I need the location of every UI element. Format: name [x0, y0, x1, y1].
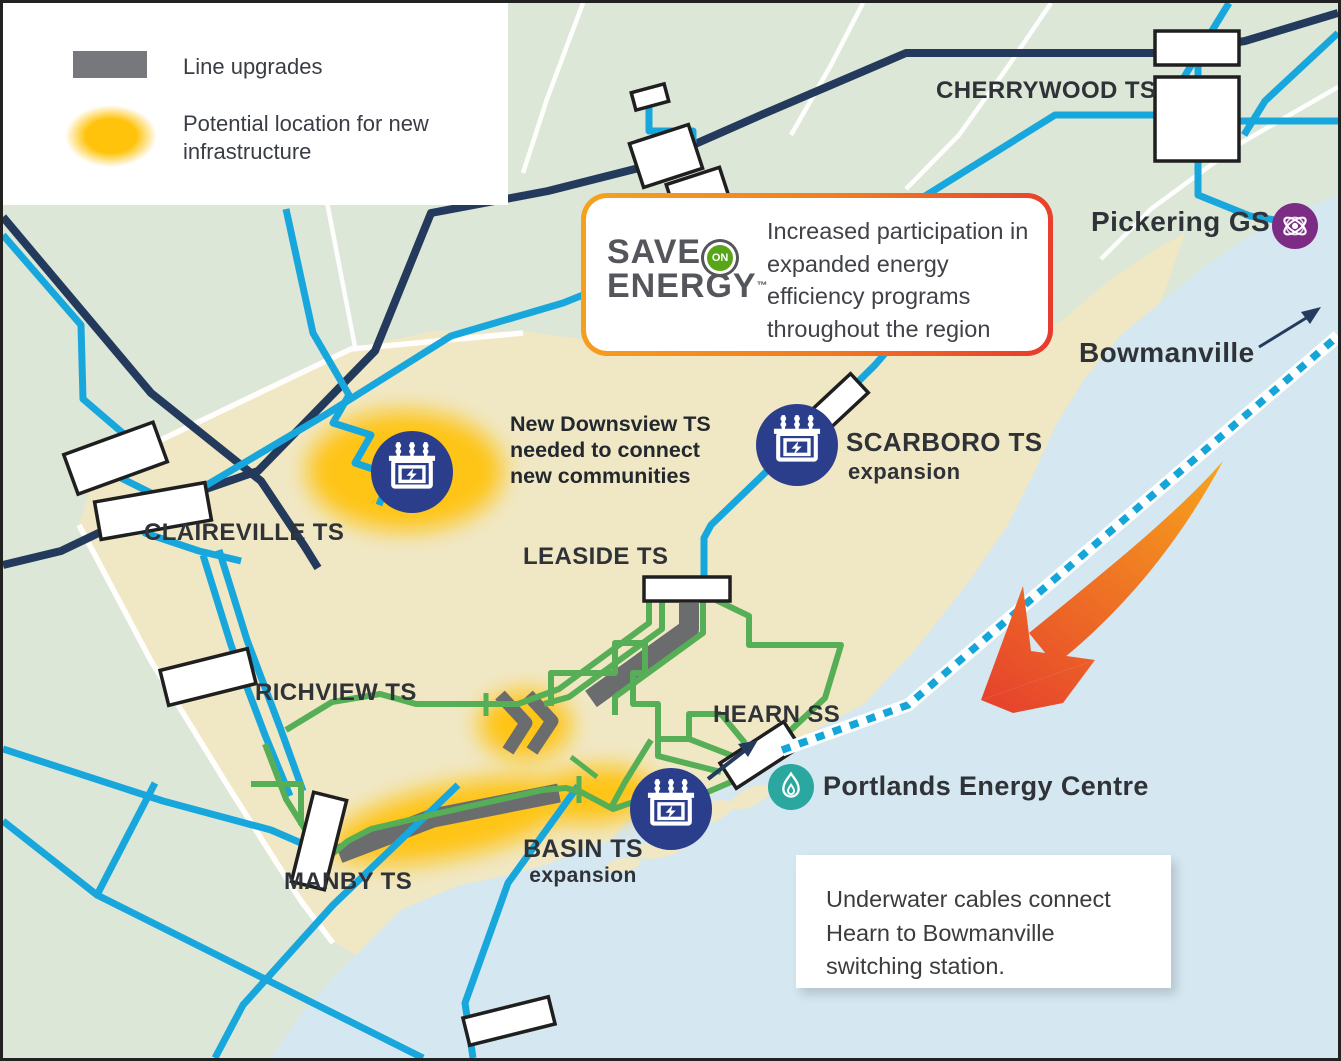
station-symbol-north-1: [627, 122, 705, 190]
underwater-cable: [779, 331, 1338, 757]
station-symbol-manby: [289, 790, 349, 892]
map-canvas: [3, 3, 1338, 1058]
soe-logo-save: SAVE: [607, 233, 702, 271]
downsview-transformer-icon: [371, 431, 453, 518]
soe-logo-energy: ENERGY: [607, 267, 757, 305]
legend-potential-location-label: Potential location for new infrastructur…: [183, 111, 429, 164]
station-symbol-claireville-small: [61, 419, 170, 497]
station-symbol-richview: [157, 646, 259, 708]
label-scarboro-expansion: expansion: [848, 459, 961, 484]
pickering-atom-icon: [1272, 203, 1318, 254]
legend-line-upgrades-label: Line upgrades: [183, 54, 323, 79]
station-symbol-leaside: [642, 575, 732, 603]
station-symbol-cherrywood: [1153, 75, 1241, 163]
station-symbol-southwest: [460, 994, 558, 1048]
label-portlands-energy-centre: Portlands Energy Centre: [823, 771, 1149, 801]
label-hearn-ss: HEARN SS: [713, 701, 841, 728]
label-cherrywood-ts: CHERRYWOOD TS: [936, 77, 1157, 104]
soe-on-icon: ON: [707, 245, 734, 271]
station-symbol-north-small: [629, 81, 671, 113]
station-symbol-cherrywood-small: [1153, 29, 1241, 67]
downsview-note: New Downsview TS needed to connect new c…: [510, 412, 711, 488]
label-basin-ts: BASIN TS: [523, 835, 643, 863]
save-on-energy-callout-body: [586, 198, 1048, 351]
label-pickering-gs: Pickering GS: [1091, 206, 1271, 237]
legend-potential-location-swatch: [65, 105, 157, 167]
legend: Line upgrades Potential location for new…: [3, 3, 508, 205]
label-claireville-ts: CLAIREVILLE TS: [144, 519, 345, 546]
basin-transformer-icon: [630, 768, 712, 855]
line-upgrades: [335, 603, 699, 863]
underwater-note-text: Underwater cables connect Hearn to Bowma…: [826, 886, 1111, 979]
roads: [76, 3, 1338, 945]
demand-arrow: [981, 461, 1223, 713]
lake-water: [271, 195, 1338, 1058]
label-richview-ts: RICHVIEW TS: [255, 679, 417, 706]
green-lines: [251, 597, 844, 866]
label-bowmanville: Bowmanville: [1079, 337, 1255, 368]
bowmanville-arrow: [1258, 307, 1321, 349]
label-manby-ts: MANBY TS: [284, 868, 413, 895]
soe-trademark: ™: [756, 280, 768, 292]
label-basin-expansion: expansion: [529, 864, 637, 887]
scarboro-transformer-icon: [756, 404, 838, 491]
portlands-flame-icon: [768, 764, 814, 815]
save-on-energy-message: Increased participation in expanded ener…: [767, 218, 1029, 342]
urban-area: [79, 233, 1185, 955]
underwater-note-box: Underwater cables connect Hearn to Bowma…: [796, 855, 1171, 988]
label-leaside-ts: LEASIDE TS: [523, 543, 669, 570]
station-symbols: [61, 29, 1241, 1048]
legend-line-upgrades-swatch: [73, 51, 147, 78]
station-symbol-claireville: [92, 480, 214, 542]
label-scarboro-ts: SCARBORO TS: [846, 427, 1043, 457]
basin-to-hearn-arrow: [706, 740, 758, 781]
